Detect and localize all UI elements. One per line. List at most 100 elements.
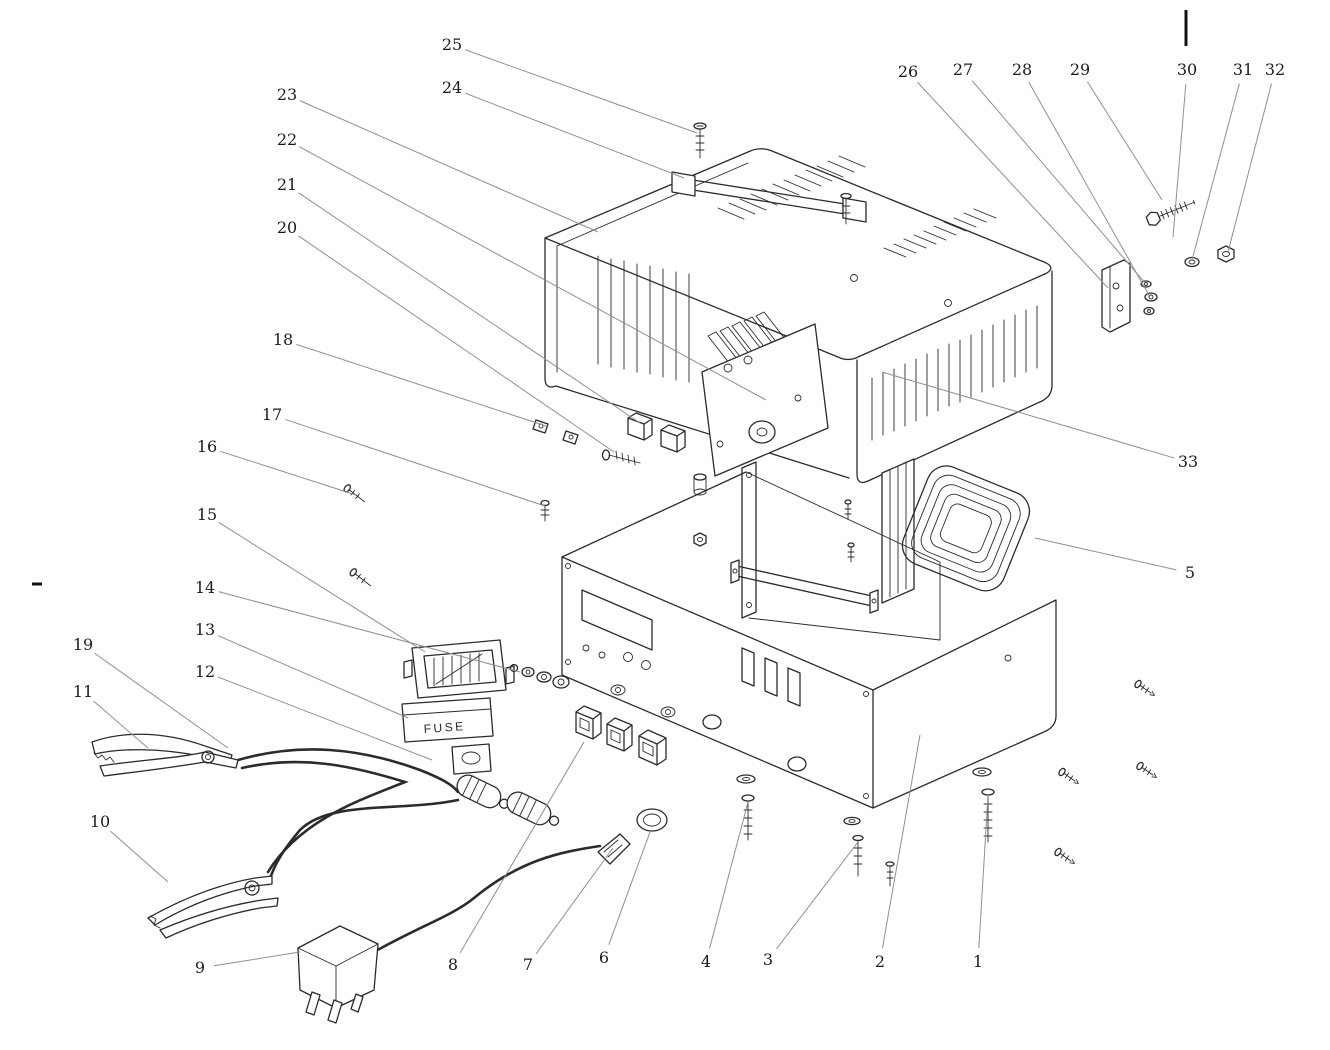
top-vent-slots-right xyxy=(883,208,997,258)
spring-washer xyxy=(1143,306,1155,316)
handle-part xyxy=(671,171,867,223)
rocker-switch xyxy=(638,729,667,766)
part-label-18: 18 xyxy=(273,330,293,349)
part-label-27: 27 xyxy=(953,60,973,79)
leader-line-11 xyxy=(93,700,149,749)
leader-line-1 xyxy=(978,794,989,949)
rocker-switch xyxy=(575,705,602,740)
part-label-28: 28 xyxy=(1012,60,1032,79)
strain-relief xyxy=(597,833,631,865)
leader-line-8 xyxy=(459,741,585,954)
front-panel xyxy=(561,556,874,809)
cover-part xyxy=(544,148,1053,484)
part-label-13: 13 xyxy=(195,620,215,639)
part-label-29: 29 xyxy=(1070,60,1090,79)
leader-line-16 xyxy=(220,450,357,496)
power-cord xyxy=(372,844,602,954)
machine-screw xyxy=(741,794,755,841)
part-label-32: 32 xyxy=(1265,60,1285,79)
leader-line-25 xyxy=(465,49,698,134)
part-label-2: 2 xyxy=(875,952,885,971)
part-label-30: 30 xyxy=(1177,60,1197,79)
leader-line-14 xyxy=(218,591,521,673)
leader-line-17 xyxy=(285,418,546,507)
self-tapping-screw xyxy=(1054,847,1075,864)
part-label-33: 33 xyxy=(1178,452,1198,471)
hex-nut xyxy=(693,532,707,547)
part-label-8: 8 xyxy=(448,955,458,974)
part-label-12: 12 xyxy=(195,662,215,681)
part-label-15: 15 xyxy=(197,505,217,524)
leader-line-6 xyxy=(608,831,651,946)
small-screw xyxy=(349,568,372,587)
power-plug xyxy=(297,925,379,1024)
machine-screw xyxy=(852,834,864,877)
fuse-cap xyxy=(451,743,492,775)
cover-screw-hole xyxy=(850,274,858,282)
leader-line-3 xyxy=(776,841,859,950)
part-label-11: 11 xyxy=(73,682,93,701)
leader-line-21 xyxy=(298,192,641,424)
part-label-14: 14 xyxy=(195,578,215,597)
washer xyxy=(1144,292,1158,302)
leader-line-33 xyxy=(881,371,1175,459)
cable-harness xyxy=(236,748,460,886)
small-screw xyxy=(885,861,895,887)
part-label-4: 4 xyxy=(701,952,711,971)
panel-screw xyxy=(601,449,641,466)
leader-line-28 xyxy=(1028,81,1151,298)
panel-slots xyxy=(741,647,801,707)
battery-clamp-upper xyxy=(91,733,239,777)
plug-pin xyxy=(350,993,364,1013)
transformer-part xyxy=(881,458,1031,604)
self-tapping-screw xyxy=(1136,761,1157,778)
leader-line-7 xyxy=(535,847,614,954)
small-screw xyxy=(540,499,550,522)
part-label-23: 23 xyxy=(277,85,297,104)
washer xyxy=(843,816,861,826)
plug-pin xyxy=(327,999,343,1024)
leader-line-19 xyxy=(94,652,229,749)
mounting-bracket xyxy=(1101,259,1131,333)
leader-line-30 xyxy=(1172,83,1187,238)
part-label-9: 9 xyxy=(195,958,205,977)
fuse-holder-part: FUSE xyxy=(401,697,494,743)
cross-strap xyxy=(730,559,879,614)
washer xyxy=(972,767,992,777)
self-tapping-screw xyxy=(1058,767,1079,784)
part-label-25: 25 xyxy=(442,35,462,54)
connector-plug xyxy=(506,791,560,826)
connector-plug xyxy=(456,774,510,809)
heatsink-fins xyxy=(707,311,790,369)
meter-part xyxy=(403,639,515,699)
part-label-16: 16 xyxy=(197,437,217,456)
leader-line-31 xyxy=(1191,83,1240,261)
leader-line-32 xyxy=(1227,83,1272,253)
plug-pin xyxy=(305,991,321,1016)
support-bracket xyxy=(741,461,757,619)
washer xyxy=(1140,280,1152,288)
part-label-24: 24 xyxy=(442,78,462,97)
battery-clamp-lower xyxy=(147,875,279,939)
leader-line-9 xyxy=(213,951,301,967)
rocker-switch xyxy=(606,717,633,752)
leader-line-22 xyxy=(299,146,767,401)
cover-screw-hole xyxy=(944,299,952,307)
leader-line-29 xyxy=(1087,81,1163,201)
terminal-block xyxy=(627,412,686,453)
display-cutout xyxy=(581,589,653,651)
fuse-label: FUSE xyxy=(423,719,466,736)
cord-bushing xyxy=(636,808,668,832)
standoff-spacer xyxy=(693,473,707,496)
leader-line-12 xyxy=(217,676,433,761)
part-label-21: 21 xyxy=(277,175,297,194)
handle-screw xyxy=(693,122,707,159)
leader-line-5 xyxy=(1034,537,1177,571)
interior-vent-slots xyxy=(597,255,690,383)
transformer-screw xyxy=(844,499,855,563)
part-label-26: 26 xyxy=(898,62,918,81)
top-vent-slots-left xyxy=(717,155,866,220)
leader-line-4 xyxy=(709,801,749,949)
